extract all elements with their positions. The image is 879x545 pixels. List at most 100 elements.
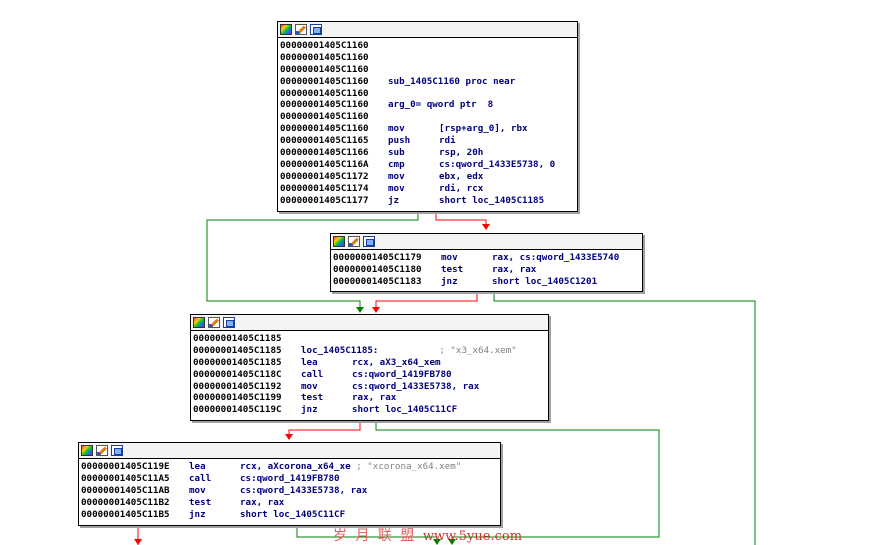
disasm-line[interactable]: 00000001405C1160 [280, 40, 575, 52]
disasm-line[interactable]: 00000001405C1160 sub_1405C1160 proc near [280, 76, 575, 88]
address: 00000001405C1165 [280, 135, 369, 147]
arrow-head [433, 539, 441, 545]
graph-icon[interactable] [111, 445, 123, 456]
label: loc_1405C1185: [301, 344, 379, 356]
operand: rax, rax [492, 263, 537, 275]
color-palette-icon[interactable] [193, 317, 205, 328]
disasm-line[interactable]: 00000001405C1160 [280, 52, 575, 64]
address: 00000001405C11AB [81, 484, 170, 496]
operand: rax, cs:qword_1433E5740 [492, 252, 620, 263]
operand: short loc_1405C1185 [439, 194, 545, 206]
pencil-icon[interactable] [348, 236, 360, 247]
operand: rsp, 20h [439, 147, 484, 159]
address: 00000001405C1192 [193, 380, 282, 392]
mnemonic: call [301, 368, 324, 380]
address: 00000001405C1160 [280, 63, 369, 75]
address: 00000001405C11B2 [81, 496, 170, 508]
disasm-line[interactable]: 00000001405C119C jnz short loc_1405C11CF [193, 404, 546, 416]
operand: short loc_1405C11CF [352, 404, 458, 416]
pencil-icon[interactable] [295, 24, 307, 35]
address: 00000001405C1183 [333, 275, 422, 287]
address: 00000001405C1160 [280, 111, 369, 123]
graph-icon[interactable] [223, 317, 235, 328]
address: 00000001405C11B5 [81, 508, 170, 520]
graph-icon[interactable] [363, 236, 375, 247]
operand: cs:qword_1419FB780 [240, 472, 340, 484]
address: 00000001405C119C [193, 404, 282, 416]
disasm-line[interactable]: 00000001405C1160 [280, 64, 575, 76]
operand: short loc_1405C11CF [240, 508, 346, 520]
mnemonic: test [189, 496, 212, 508]
operand: cs:qword_1419FB780 [352, 368, 452, 380]
block-toolbar [331, 234, 642, 250]
arrow-head [134, 539, 142, 545]
operand: rcx, aXcorona_x64_xe [240, 461, 351, 472]
label: sub_1405C1160 proc near [388, 75, 516, 87]
color-palette-icon[interactable] [81, 445, 93, 456]
operand: cs:qword_1433E5738, 0 [439, 158, 556, 170]
address: 00000001405C1172 [280, 170, 369, 182]
address: 00000001405C1160 [280, 51, 369, 63]
edge-false [375, 290, 478, 311]
mnemonic: jnz [441, 275, 458, 287]
operand: rdi [439, 135, 456, 147]
arrow-head [372, 307, 380, 313]
disasm-line[interactable]: 00000001405C1160 [280, 88, 575, 100]
disasm-line[interactable]: 00000001405C1185 [193, 333, 546, 345]
pencil-icon[interactable] [208, 317, 220, 328]
edge-false [288, 419, 361, 438]
address: 00000001405C1185 [193, 333, 282, 344]
disasm-line[interactable]: 00000001405C1183 jnz short loc_1405C1201 [333, 276, 640, 288]
mnemonic: jnz [301, 404, 318, 416]
arrow-head [285, 434, 293, 440]
address: 00000001405C1160 [280, 123, 369, 135]
operand: rcx, aX3_x64_xem [352, 356, 441, 368]
pencil-icon[interactable] [96, 445, 108, 456]
edge-true [206, 210, 419, 311]
mnemonic: cmp [388, 158, 405, 170]
operand: cs:qword_1433E5738, rax [352, 380, 480, 392]
operand: [rsp+arg_0], rbx [439, 123, 528, 135]
mnemonic: sub [388, 147, 405, 159]
address: 00000001405C1160 [280, 75, 369, 87]
watermark-url: www.5yue.com [422, 529, 523, 544]
block-toolbar [79, 443, 500, 459]
color-palette-icon[interactable] [333, 236, 345, 247]
address: 00000001405C1160 [280, 40, 369, 51]
watermark-text: 岁 月 联 盟 [333, 528, 417, 544]
disasm-line[interactable]: 00000001405C1160 [280, 111, 575, 123]
operand: short loc_1405C1201 [492, 275, 598, 287]
color-palette-icon[interactable] [280, 24, 292, 35]
edge-true [493, 290, 756, 545]
arrow-head [356, 307, 364, 313]
arrow-head [482, 224, 490, 230]
mnemonic: call [189, 472, 212, 484]
graph-icon[interactable] [310, 24, 322, 35]
